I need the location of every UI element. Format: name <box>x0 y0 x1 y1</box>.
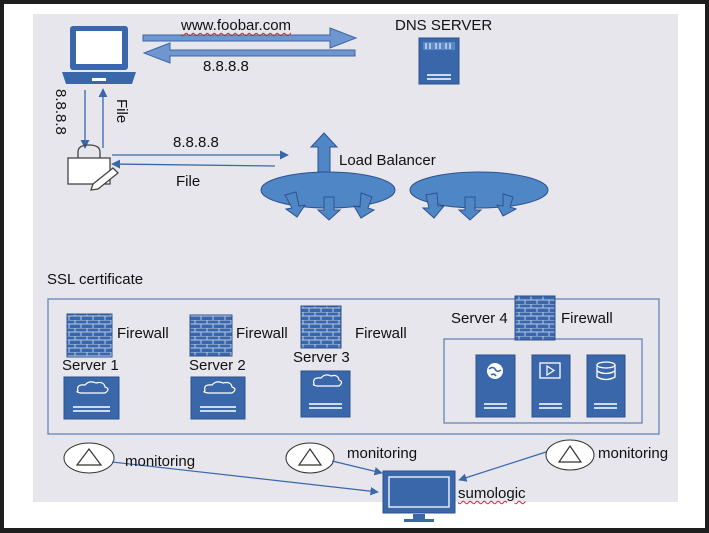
load-balancer-label: Load Balancer <box>339 152 436 169</box>
load-balancer-output-arrows-2 <box>421 192 518 221</box>
warning-triangle-icon <box>63 442 115 474</box>
firewall-3-icon <box>300 305 342 349</box>
server-2-label: Server 2 <box>189 357 246 374</box>
server-4-label: Server 4 <box>451 310 508 327</box>
sumologic-label: sumologic <box>458 485 526 502</box>
monitor-icon <box>382 470 456 522</box>
firewall-2-label: Firewall <box>236 325 288 342</box>
server-2-icon <box>190 376 246 420</box>
server-rack-icon <box>418 37 460 85</box>
globe-server-icon <box>475 354 516 418</box>
monitoring-2-label: monitoring <box>347 445 418 462</box>
firewall-2-icon <box>189 314 233 357</box>
firewall-1-icon <box>66 313 113 358</box>
ssl-certificate-label: SSL certificate <box>47 271 144 288</box>
media-server-icon <box>531 354 571 418</box>
monitoring-2-arrow <box>331 460 383 476</box>
monitoring-3-arrow <box>458 451 547 482</box>
padlock-pencil-icon <box>67 144 119 191</box>
load-balancer-ellipse-2 <box>409 171 549 209</box>
server-3-label: Server 3 <box>293 349 350 366</box>
monitoring-1-arrow <box>111 461 379 496</box>
laptop-icon <box>62 26 136 84</box>
server-1-label: Server 1 <box>62 357 119 374</box>
warning-triangle-icon <box>285 442 335 474</box>
dns-reply-ip-label: 8.8.8.8 <box>203 58 249 75</box>
lb-to-lock-arrow <box>111 159 276 169</box>
monitoring-1-label: monitoring <box>125 453 196 470</box>
firewall-3-label: Firewall <box>355 325 407 342</box>
monitoring-3-label: monitoring <box>598 445 669 462</box>
request-ip-label: 8.8.8.8 <box>173 134 219 151</box>
firewall-1-label: Firewall <box>117 325 169 342</box>
firewall-4-label: Firewall <box>561 310 613 327</box>
file-horizontal-label: File <box>176 173 201 190</box>
load-balancer-up-arrow <box>309 132 339 173</box>
diagram-background <box>33 14 678 502</box>
dns-reply-arrow <box>142 42 356 64</box>
server-region-box <box>47 298 660 435</box>
left-ip-label: 8.8.8.8 <box>52 89 69 135</box>
warning-triangle-icon <box>545 439 595 471</box>
file-vertical-label: File <box>113 99 130 124</box>
firewall-4-icon <box>514 295 556 341</box>
url-label: www.foobar.com <box>181 17 292 34</box>
server-1-icon <box>63 376 120 420</box>
server-3-icon <box>300 370 351 418</box>
dns-server-label: DNS SERVER <box>395 17 493 34</box>
dns-request-arrow <box>142 27 358 49</box>
database-server-icon <box>586 354 626 418</box>
load-balancer-output-arrows-1 <box>284 191 376 221</box>
